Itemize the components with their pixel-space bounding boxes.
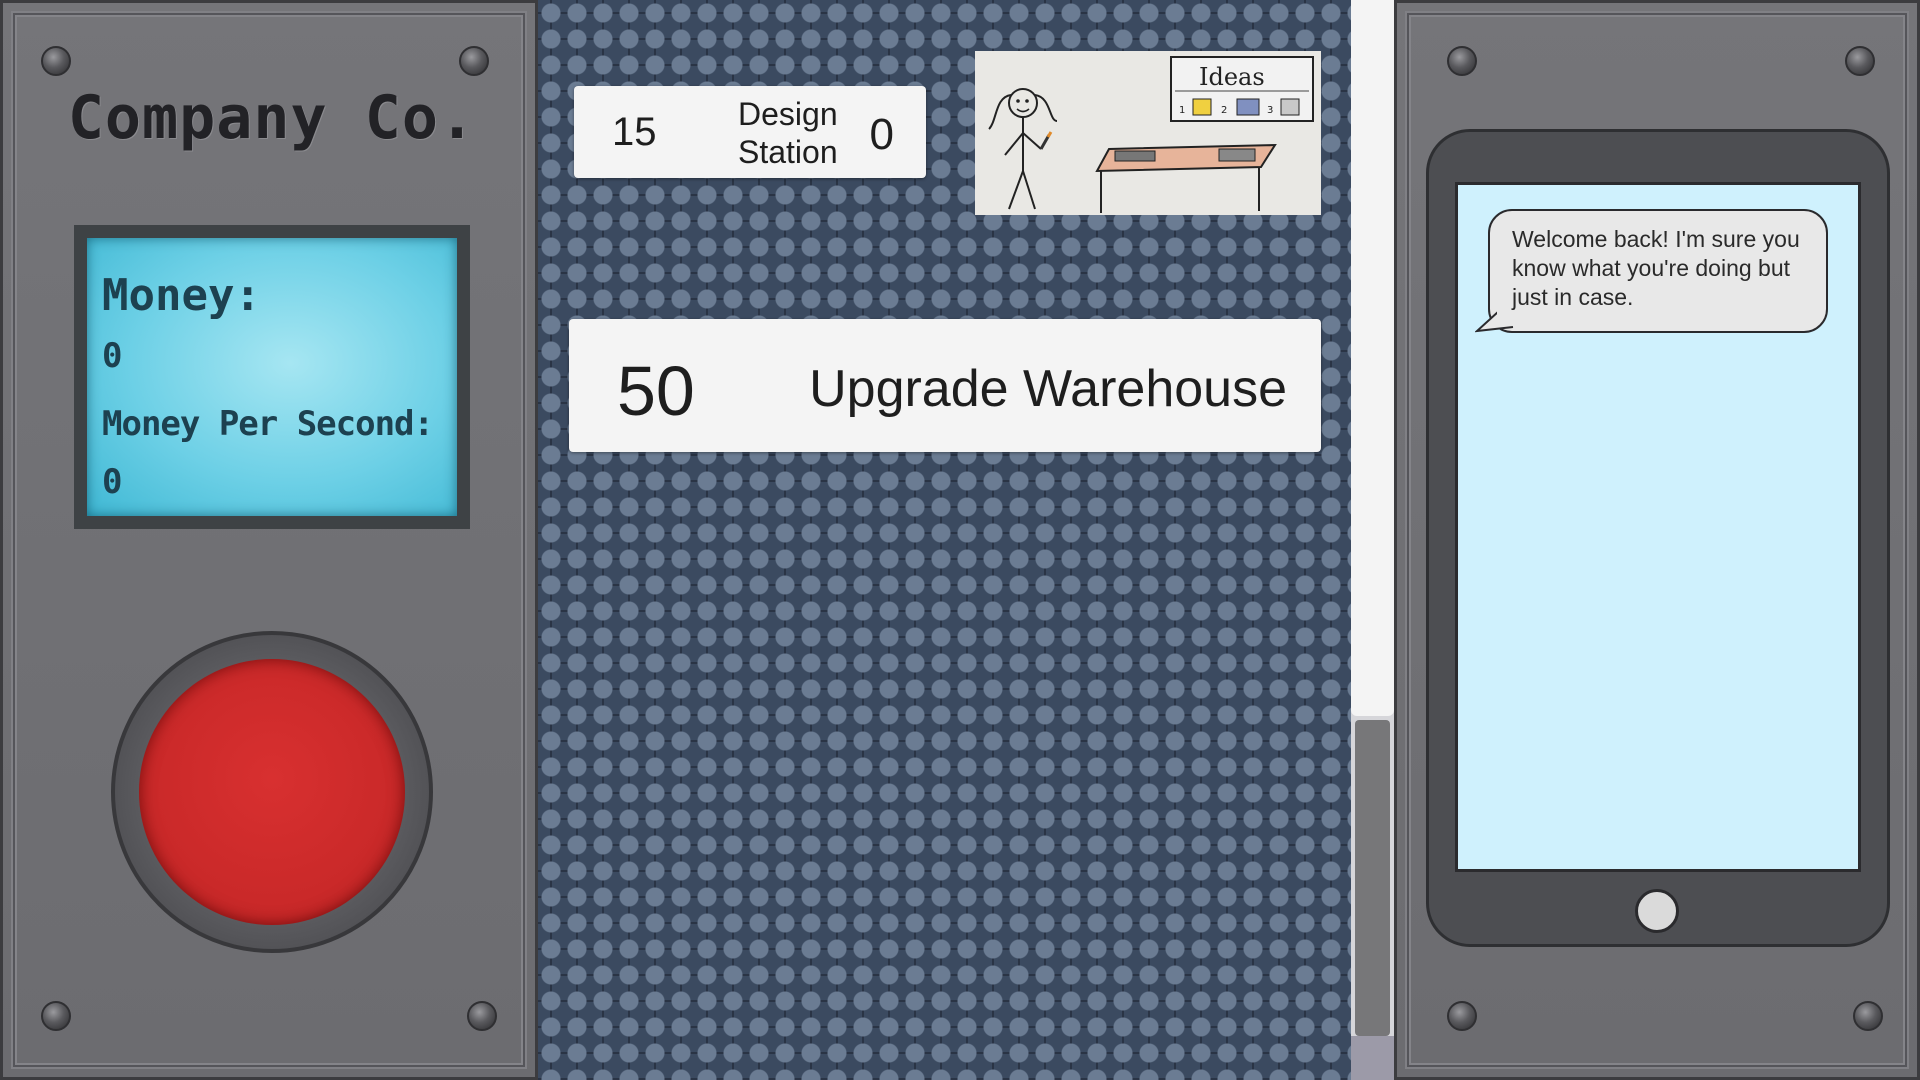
drawing-number-1: 1 — [1179, 105, 1185, 116]
message-bubble: Welcome back! I'm sure you know what you… — [1488, 209, 1828, 333]
shop-scrollbar-thumb[interactable] — [1351, 0, 1394, 716]
upgrade-warehouse-label: Upgrade Warehouse — [809, 360, 1287, 418]
company-title: Company Co. — [67, 83, 477, 153]
home-button-icon[interactable] — [1635, 889, 1679, 933]
design-station-count: 0 — [869, 110, 894, 159]
design-station-button[interactable]: 15 Design Station 0 — [574, 86, 926, 178]
money-label: Money: — [102, 270, 261, 321]
money-per-second-label: Money Per Second: — [102, 404, 434, 444]
drawing-number-3: 3 — [1267, 105, 1273, 116]
rivet-icon — [41, 1001, 71, 1031]
money-value: 0 — [102, 336, 123, 376]
stats-display-frame: Money: 0 Money Per Second: 0 — [74, 225, 470, 529]
rivet-icon — [1853, 1001, 1883, 1031]
upgrade-warehouse-cost: 50 — [617, 352, 695, 430]
phone: Welcome back! I'm sure you know what you… — [1426, 129, 1890, 947]
speech-tail-icon — [1475, 311, 1515, 333]
stick-figure-drawing-icon: Ideas 1 2 3 — [988, 56, 1314, 213]
design-station-cost: 15 — [612, 110, 657, 154]
phone-message: Welcome back! I'm sure you know what you… — [1512, 226, 1800, 310]
red-button-housing — [111, 631, 433, 953]
left-control-panel: Company Co. Money: 0 Money Per Second: 0 — [0, 0, 538, 1080]
design-station-name: Design Station — [738, 96, 838, 170]
drawing-ideas-text: Ideas — [1199, 63, 1265, 91]
rivet-icon — [41, 46, 71, 76]
shop-area: 15 Design Station 0 — [538, 0, 1356, 1080]
rivet-icon — [1447, 1001, 1477, 1031]
money-per-second-value: 0 — [102, 462, 123, 502]
rivet-icon — [459, 46, 489, 76]
design-station-drawing: Ideas 1 2 3 — [975, 51, 1321, 215]
stats-display: Money: 0 Money Per Second: 0 — [87, 238, 457, 516]
shop-scrollbar-lower-track[interactable] — [1355, 720, 1390, 1036]
shop-scrollbar-end — [1351, 1036, 1394, 1080]
rivet-icon — [1447, 46, 1477, 76]
phone-screen: Welcome back! I'm sure you know what you… — [1455, 182, 1861, 872]
drawing-number-2: 2 — [1221, 105, 1227, 116]
rivet-icon — [1845, 46, 1875, 76]
upgrade-warehouse-button[interactable]: 50 Upgrade Warehouse — [569, 319, 1321, 452]
red-button-icon[interactable] — [139, 659, 405, 925]
rivet-icon — [467, 1001, 497, 1031]
